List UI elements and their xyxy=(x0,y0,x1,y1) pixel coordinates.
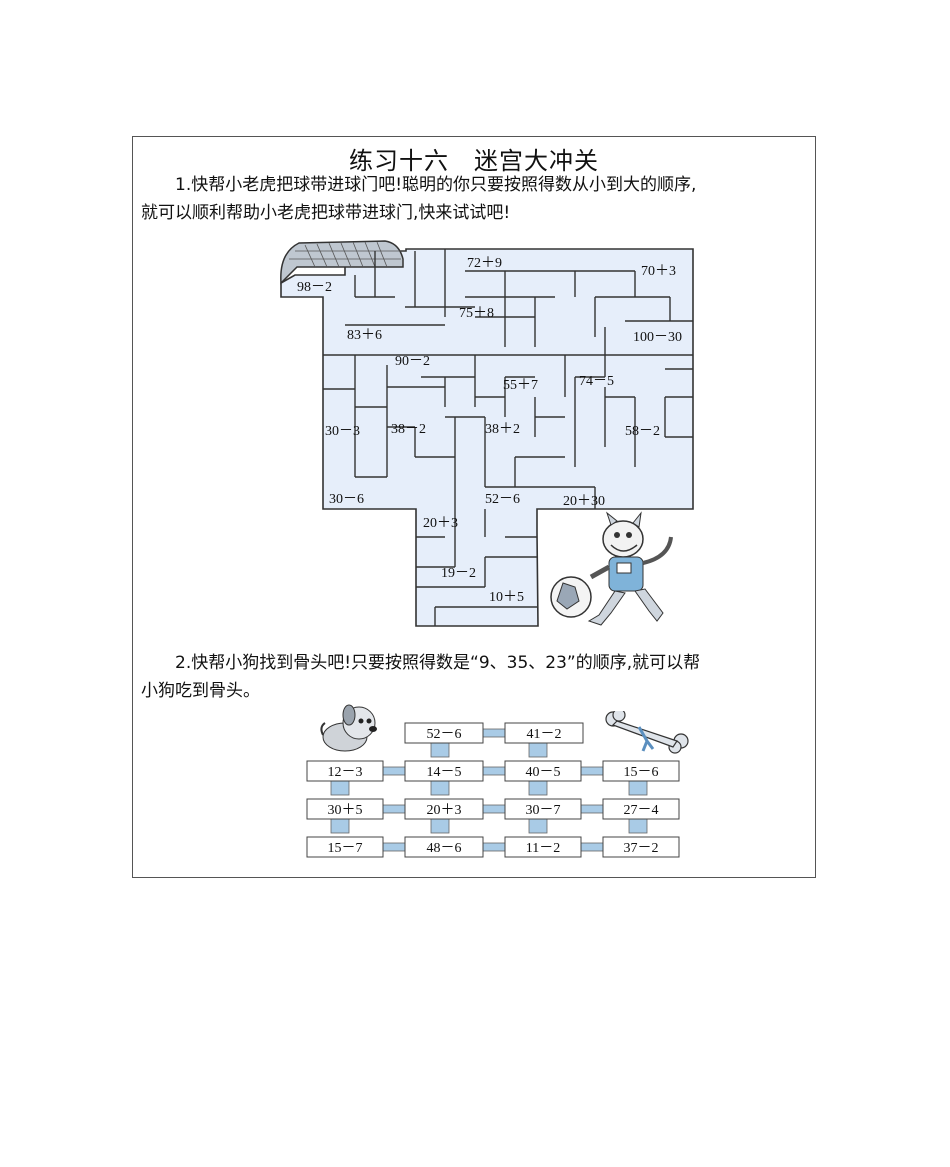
question-2-line-2: 小狗吃到骨头。 xyxy=(141,681,260,701)
path-cell: 15－7 xyxy=(328,841,363,856)
path-cell: 52－6 xyxy=(427,727,462,742)
maze-label: 52－6 xyxy=(485,492,520,507)
path-cell: 12－3 xyxy=(328,765,363,780)
maze-label: 38＋2 xyxy=(485,422,520,437)
question-1-line-2: 就可以顺利帮助小老虎把球带进球门,快来试试吧! xyxy=(141,203,511,223)
maze-label: 75＋8 xyxy=(459,306,494,321)
maze-label: 30－6 xyxy=(329,492,364,507)
path-cell: 37－2 xyxy=(624,841,659,856)
exercise-frame: 练习十六 迷宫大冲关 1.快帮小老虎把球带进球门吧!聪明的你只要按照得数从小到大… xyxy=(132,136,816,878)
question-2-line-1-text: 2.快帮小狗找到骨头吧!只要按照得数是“9、35、23”的顺序,就可以帮 xyxy=(175,653,701,673)
path-cell: 27－4 xyxy=(624,803,659,818)
path-cell: 30－7 xyxy=(526,803,561,818)
maze-label: 90－2 xyxy=(395,354,430,369)
maze-label: 58－2 xyxy=(625,424,660,439)
maze-label: 10＋5 xyxy=(489,590,524,605)
question-2-text: 2.快帮小狗找到骨头吧!只要按照得数是“9、35、23”的顺序,就可以帮 小狗吃… xyxy=(141,649,807,705)
maze-label: 38－2 xyxy=(391,422,426,437)
path-cell: 40－5 xyxy=(526,765,561,780)
maze-label: 70＋3 xyxy=(641,264,676,279)
path-cell: 41－2 xyxy=(527,727,562,742)
dog-icon xyxy=(320,704,377,752)
bone-icon xyxy=(605,711,689,754)
maze-label: 20＋30 xyxy=(563,494,605,509)
bone-path-grid: 52－6 41－2 12－3 14－5 40－5 15－6 30＋5 20＋3 … xyxy=(306,722,680,858)
maze-label: 98－2 xyxy=(297,280,332,295)
maze-label: 20＋3 xyxy=(423,516,458,531)
goal-net-icon xyxy=(280,240,404,285)
maze-label: 19－2 xyxy=(441,566,476,581)
page-title: 练习十六 迷宫大冲关 xyxy=(349,147,599,175)
path-cell: 14－5 xyxy=(427,765,462,780)
path-cell: 15－6 xyxy=(624,765,659,780)
path-cell: 48－6 xyxy=(427,841,462,856)
maze-label: 55＋7 xyxy=(503,378,538,393)
path-grid-labels: 52－6 41－2 12－3 14－5 40－5 15－6 30＋5 20＋3 … xyxy=(328,727,659,856)
maze-label: 100－30 xyxy=(633,330,682,345)
maze-label: 30－3 xyxy=(325,424,360,439)
tiger-with-ball-icon xyxy=(550,511,673,626)
question-1-line-1: 1.快帮小老虎把球带进球门吧!聪明的你只要按照得数从小到大的顺序, xyxy=(141,171,807,199)
path-cell: 20＋3 xyxy=(427,803,462,818)
maze-label: 72＋9 xyxy=(467,256,502,271)
maze-labels: 98－2 72＋9 70＋3 75＋8 83＋6 100－30 90－2 55＋… xyxy=(297,256,682,605)
maze-label: 74－5 xyxy=(579,374,614,389)
maze-label: 83＋6 xyxy=(347,328,382,343)
maze-floor xyxy=(280,248,694,627)
maze: 98－2 72＋9 70＋3 75＋8 83＋6 100－30 90－2 55＋… xyxy=(280,240,694,627)
path-cell: 30＋5 xyxy=(328,803,363,818)
path-cell: 11－2 xyxy=(526,841,560,856)
question-2-line-1: 2.快帮小狗找到骨头吧!只要按照得数是“9、35、23”的顺序,就可以帮 xyxy=(141,649,807,677)
question-1-line-1-text: 1.快帮小老虎把球带进球门吧!聪明的你只要按照得数从小到大的顺序, xyxy=(175,175,697,195)
question-1-text: 1.快帮小老虎把球带进球门吧!聪明的你只要按照得数从小到大的顺序, 就可以顺利帮… xyxy=(141,171,807,227)
maze-walls xyxy=(323,249,693,626)
